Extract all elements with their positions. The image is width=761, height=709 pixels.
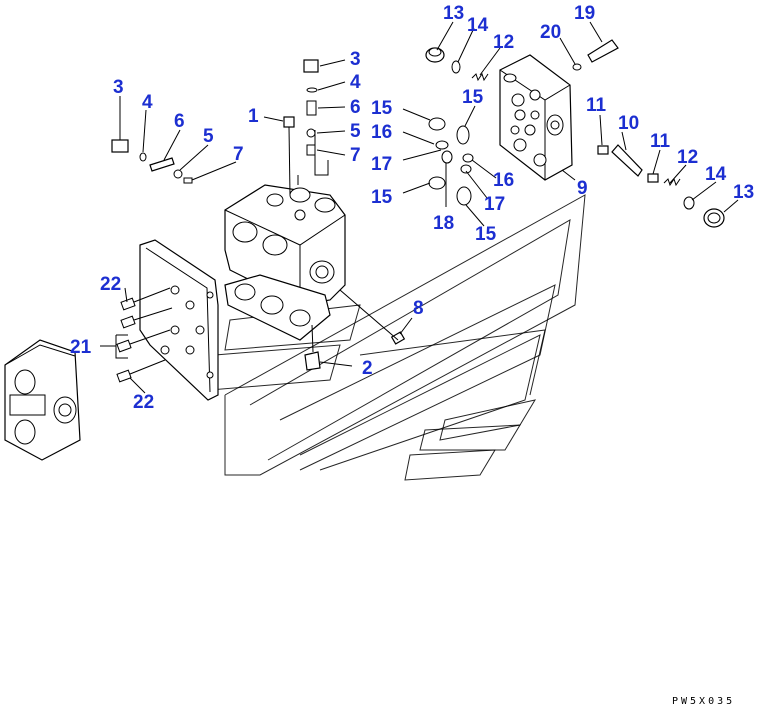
callout-6-stack: 6 bbox=[350, 97, 361, 118]
callout-15-c: 15 bbox=[462, 87, 484, 108]
callout-9: 9 bbox=[577, 178, 588, 199]
callout-11-b: 11 bbox=[650, 131, 671, 152]
callout-11-a: 11 bbox=[586, 95, 607, 116]
callout-12-top: 12 bbox=[493, 32, 514, 53]
callout-22-top: 22 bbox=[100, 274, 121, 295]
callout-10: 10 bbox=[618, 113, 639, 134]
plate-part-21 bbox=[116, 239, 219, 401]
valve-block-21 bbox=[4, 339, 81, 461]
callout-12-right: 12 bbox=[677, 147, 698, 168]
callout-3-left: 3 bbox=[113, 77, 124, 98]
background-emblem bbox=[209, 194, 586, 481]
callout-18: 18 bbox=[433, 213, 454, 234]
callout-15-a: 15 bbox=[371, 98, 393, 119]
callout-15-d: 15 bbox=[475, 224, 497, 245]
callout-4-left: 4 bbox=[142, 92, 153, 113]
callout-5-left: 5 bbox=[203, 126, 214, 147]
callout-8: 8 bbox=[413, 298, 424, 319]
callout-14-right: 14 bbox=[705, 164, 727, 185]
callout-13-right: 13 bbox=[733, 182, 754, 203]
callout-22-bottom: 22 bbox=[133, 392, 154, 413]
callout-3-stack: 3 bbox=[350, 49, 361, 70]
callout-1: 1 bbox=[248, 106, 259, 127]
callout-20: 20 bbox=[540, 22, 561, 43]
callout-21: 21 bbox=[70, 337, 92, 358]
callout-6-left: 6 bbox=[174, 111, 185, 132]
callout-14-top: 14 bbox=[467, 15, 489, 36]
callout-16-a: 16 bbox=[371, 122, 392, 143]
callout-7-stack: 7 bbox=[350, 145, 361, 166]
callout-17-a: 17 bbox=[371, 154, 392, 175]
callout-19: 19 bbox=[574, 3, 595, 24]
callout-16-b: 16 bbox=[493, 170, 514, 191]
drawing-code: PW5X035 bbox=[672, 696, 735, 707]
callout-17-b: 17 bbox=[484, 194, 505, 215]
callout-5-stack: 5 bbox=[350, 121, 361, 142]
callout-7-left: 7 bbox=[233, 144, 244, 165]
valve-section-9 bbox=[499, 54, 573, 181]
main-valve-body bbox=[224, 184, 346, 341]
callout-labels: 13 14 12 20 19 3 4 6 5 7 3 4 6 5 7 1 15 … bbox=[70, 3, 754, 413]
callout-2: 2 bbox=[362, 358, 373, 379]
callout-13-top: 13 bbox=[443, 3, 464, 24]
callout-15-b: 15 bbox=[371, 187, 393, 208]
leader-lines bbox=[100, 21, 739, 394]
callout-4-stack: 4 bbox=[350, 72, 361, 93]
